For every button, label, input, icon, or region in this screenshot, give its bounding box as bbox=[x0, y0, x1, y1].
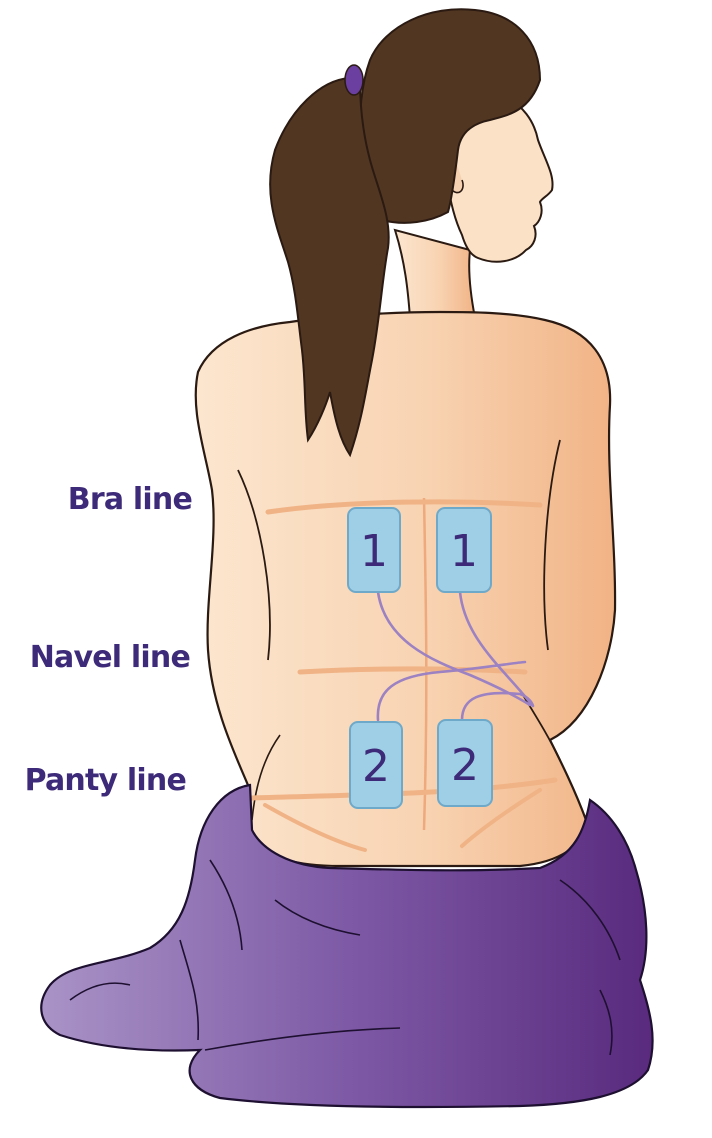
navel-line-guide bbox=[297, 666, 528, 675]
navel-line-label: Navel line bbox=[29, 640, 191, 675]
electrode-pad-2-left: 2 bbox=[349, 721, 403, 809]
right-arm-crease bbox=[543, 439, 561, 651]
svg-text:1: 1 bbox=[450, 526, 478, 577]
lower-back-curve bbox=[251, 734, 281, 821]
face bbox=[442, 89, 554, 263]
left-arm-crease bbox=[237, 469, 271, 661]
ponytail bbox=[269, 76, 390, 458]
electrode-pad-2-right: 2 bbox=[437, 719, 493, 807]
electrode-pad-1-right: 1 bbox=[436, 507, 492, 593]
neck bbox=[393, 228, 477, 319]
wire-lower-right bbox=[460, 691, 535, 722]
blanket bbox=[40, 783, 654, 1109]
lead-wires bbox=[376, 590, 535, 722]
electrode-pad-1-left: 1 bbox=[347, 507, 401, 593]
panty-v-right bbox=[460, 788, 542, 848]
wire-lower-left bbox=[376, 660, 527, 722]
wire-upper-right bbox=[458, 590, 534, 707]
bra-line-guide bbox=[265, 499, 543, 515]
spine-line bbox=[422, 497, 428, 831]
svg-text:2: 2 bbox=[362, 741, 390, 792]
bra-line-label: Bra line bbox=[67, 482, 193, 517]
wire-upper-left bbox=[376, 590, 532, 707]
hair-tie bbox=[344, 64, 364, 96]
panty-v-left bbox=[263, 803, 367, 852]
panty-line-label: Panty line bbox=[24, 763, 187, 798]
blanket-folds bbox=[69, 859, 621, 1056]
svg-text:2: 2 bbox=[451, 740, 479, 791]
svg-text:1: 1 bbox=[360, 526, 388, 577]
